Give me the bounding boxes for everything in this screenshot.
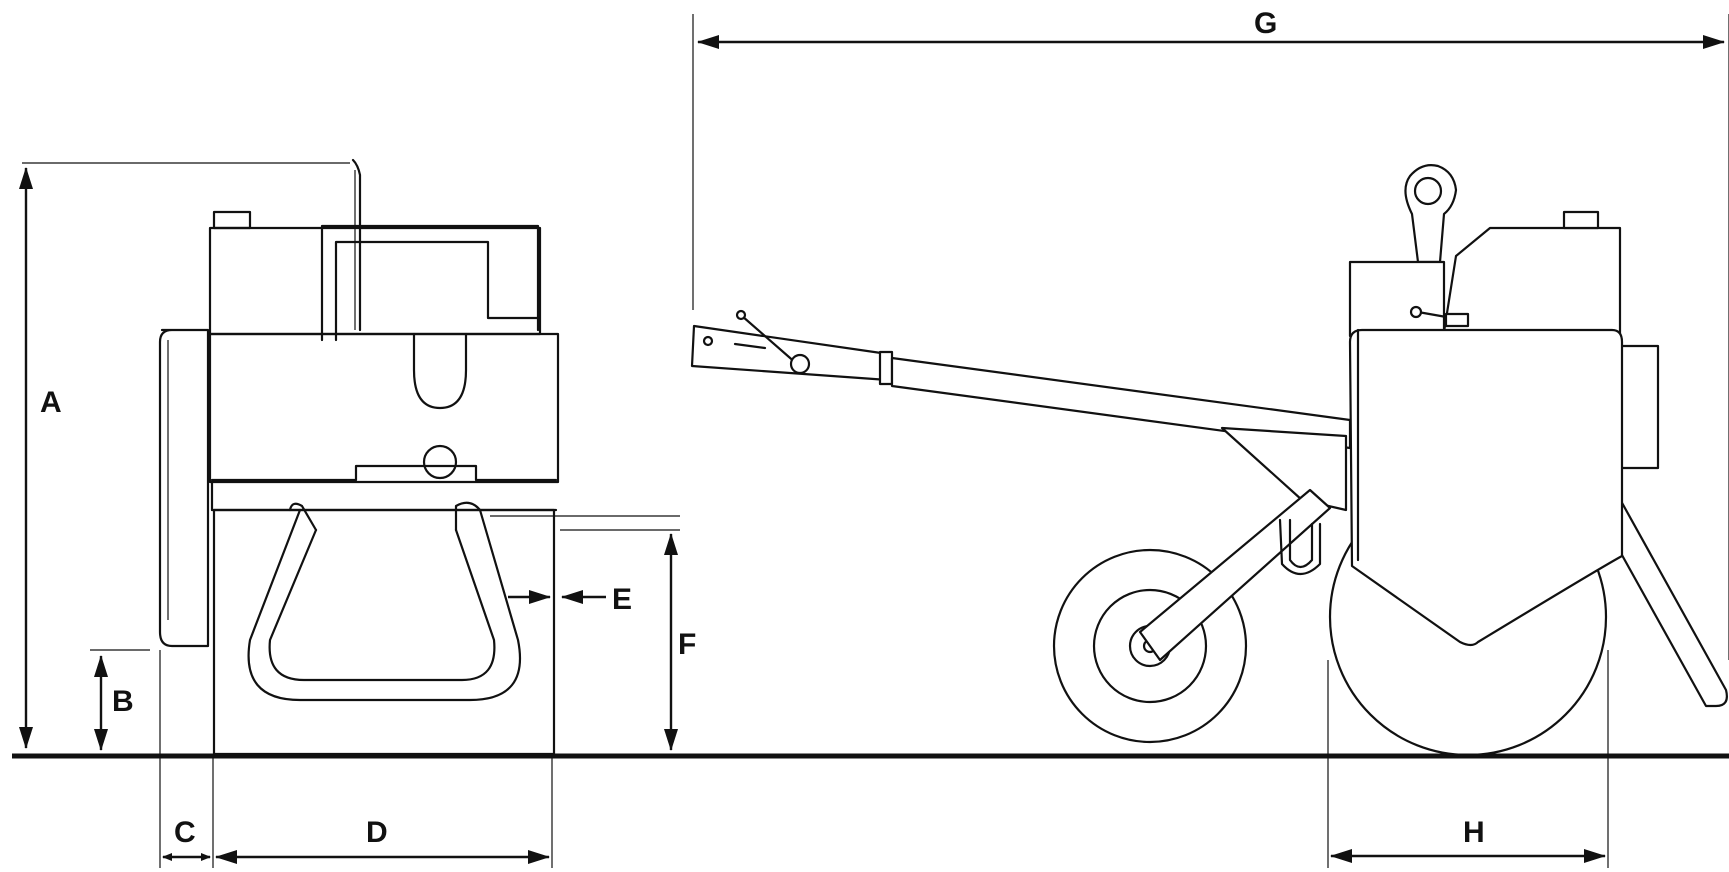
dimension-label-h: H: [1463, 816, 1485, 849]
dimension-label-f: F: [678, 628, 696, 661]
dimension-label-e: E: [612, 583, 632, 616]
side-view: G: [690, 7, 1729, 868]
dimension-label-d: D: [366, 816, 388, 849]
dimension-label-c: C: [174, 816, 196, 849]
dimension-label-g: G: [1254, 7, 1277, 40]
front-view: A B C D E F: [19, 158, 696, 868]
dimension-label-a: A: [40, 386, 62, 419]
dimension-label-b: B: [112, 685, 134, 718]
